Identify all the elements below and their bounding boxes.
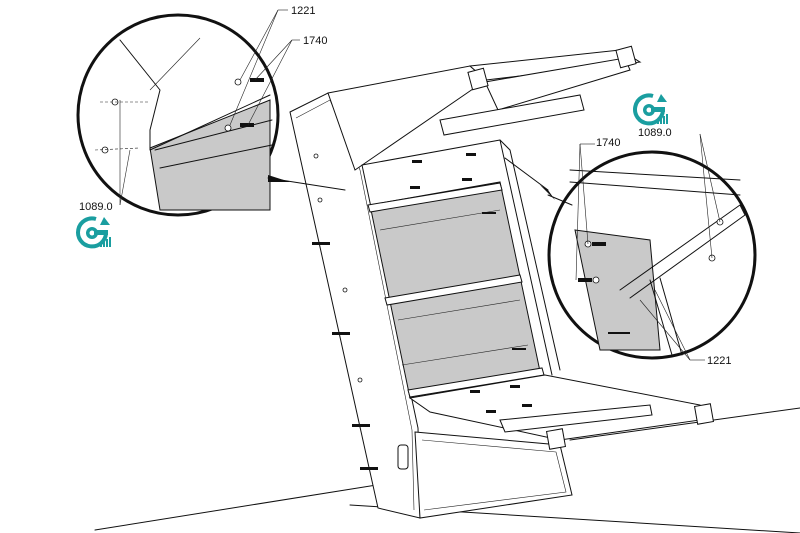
part-number-1740: 1740 — [303, 35, 327, 47]
frame-assembly — [289, 45, 715, 519]
part-number-1221: 1221 — [291, 5, 315, 17]
part-number-1221-right: 1221 — [707, 355, 731, 367]
leader-lines — [119, 9, 721, 361]
panel-bolts — [410, 153, 532, 413]
top-corner-block-right — [615, 45, 637, 69]
torque-value-right: 1089.0 — [638, 127, 672, 139]
bottom-corner-block-right — [693, 403, 715, 425]
side-bolts — [312, 153, 378, 470]
shelf-2 — [384, 274, 523, 306]
right-detail-callout — [504, 150, 757, 360]
handle-slot — [397, 444, 409, 470]
torque-wrench-icon — [76, 216, 111, 249]
part-number-1740-right: 1740 — [596, 137, 620, 149]
top-crossbar — [439, 94, 585, 136]
top-corner-block-left — [467, 67, 489, 91]
torque-wrench-icon — [633, 93, 668, 126]
shelf-1 — [367, 182, 503, 213]
top-rail-bar — [484, 57, 631, 111]
bottom-rail — [499, 404, 653, 433]
left-detail-callout — [76, 13, 346, 217]
torque-value-left: 1089.0 — [79, 201, 113, 213]
bottom-corner-block-left — [545, 428, 567, 450]
